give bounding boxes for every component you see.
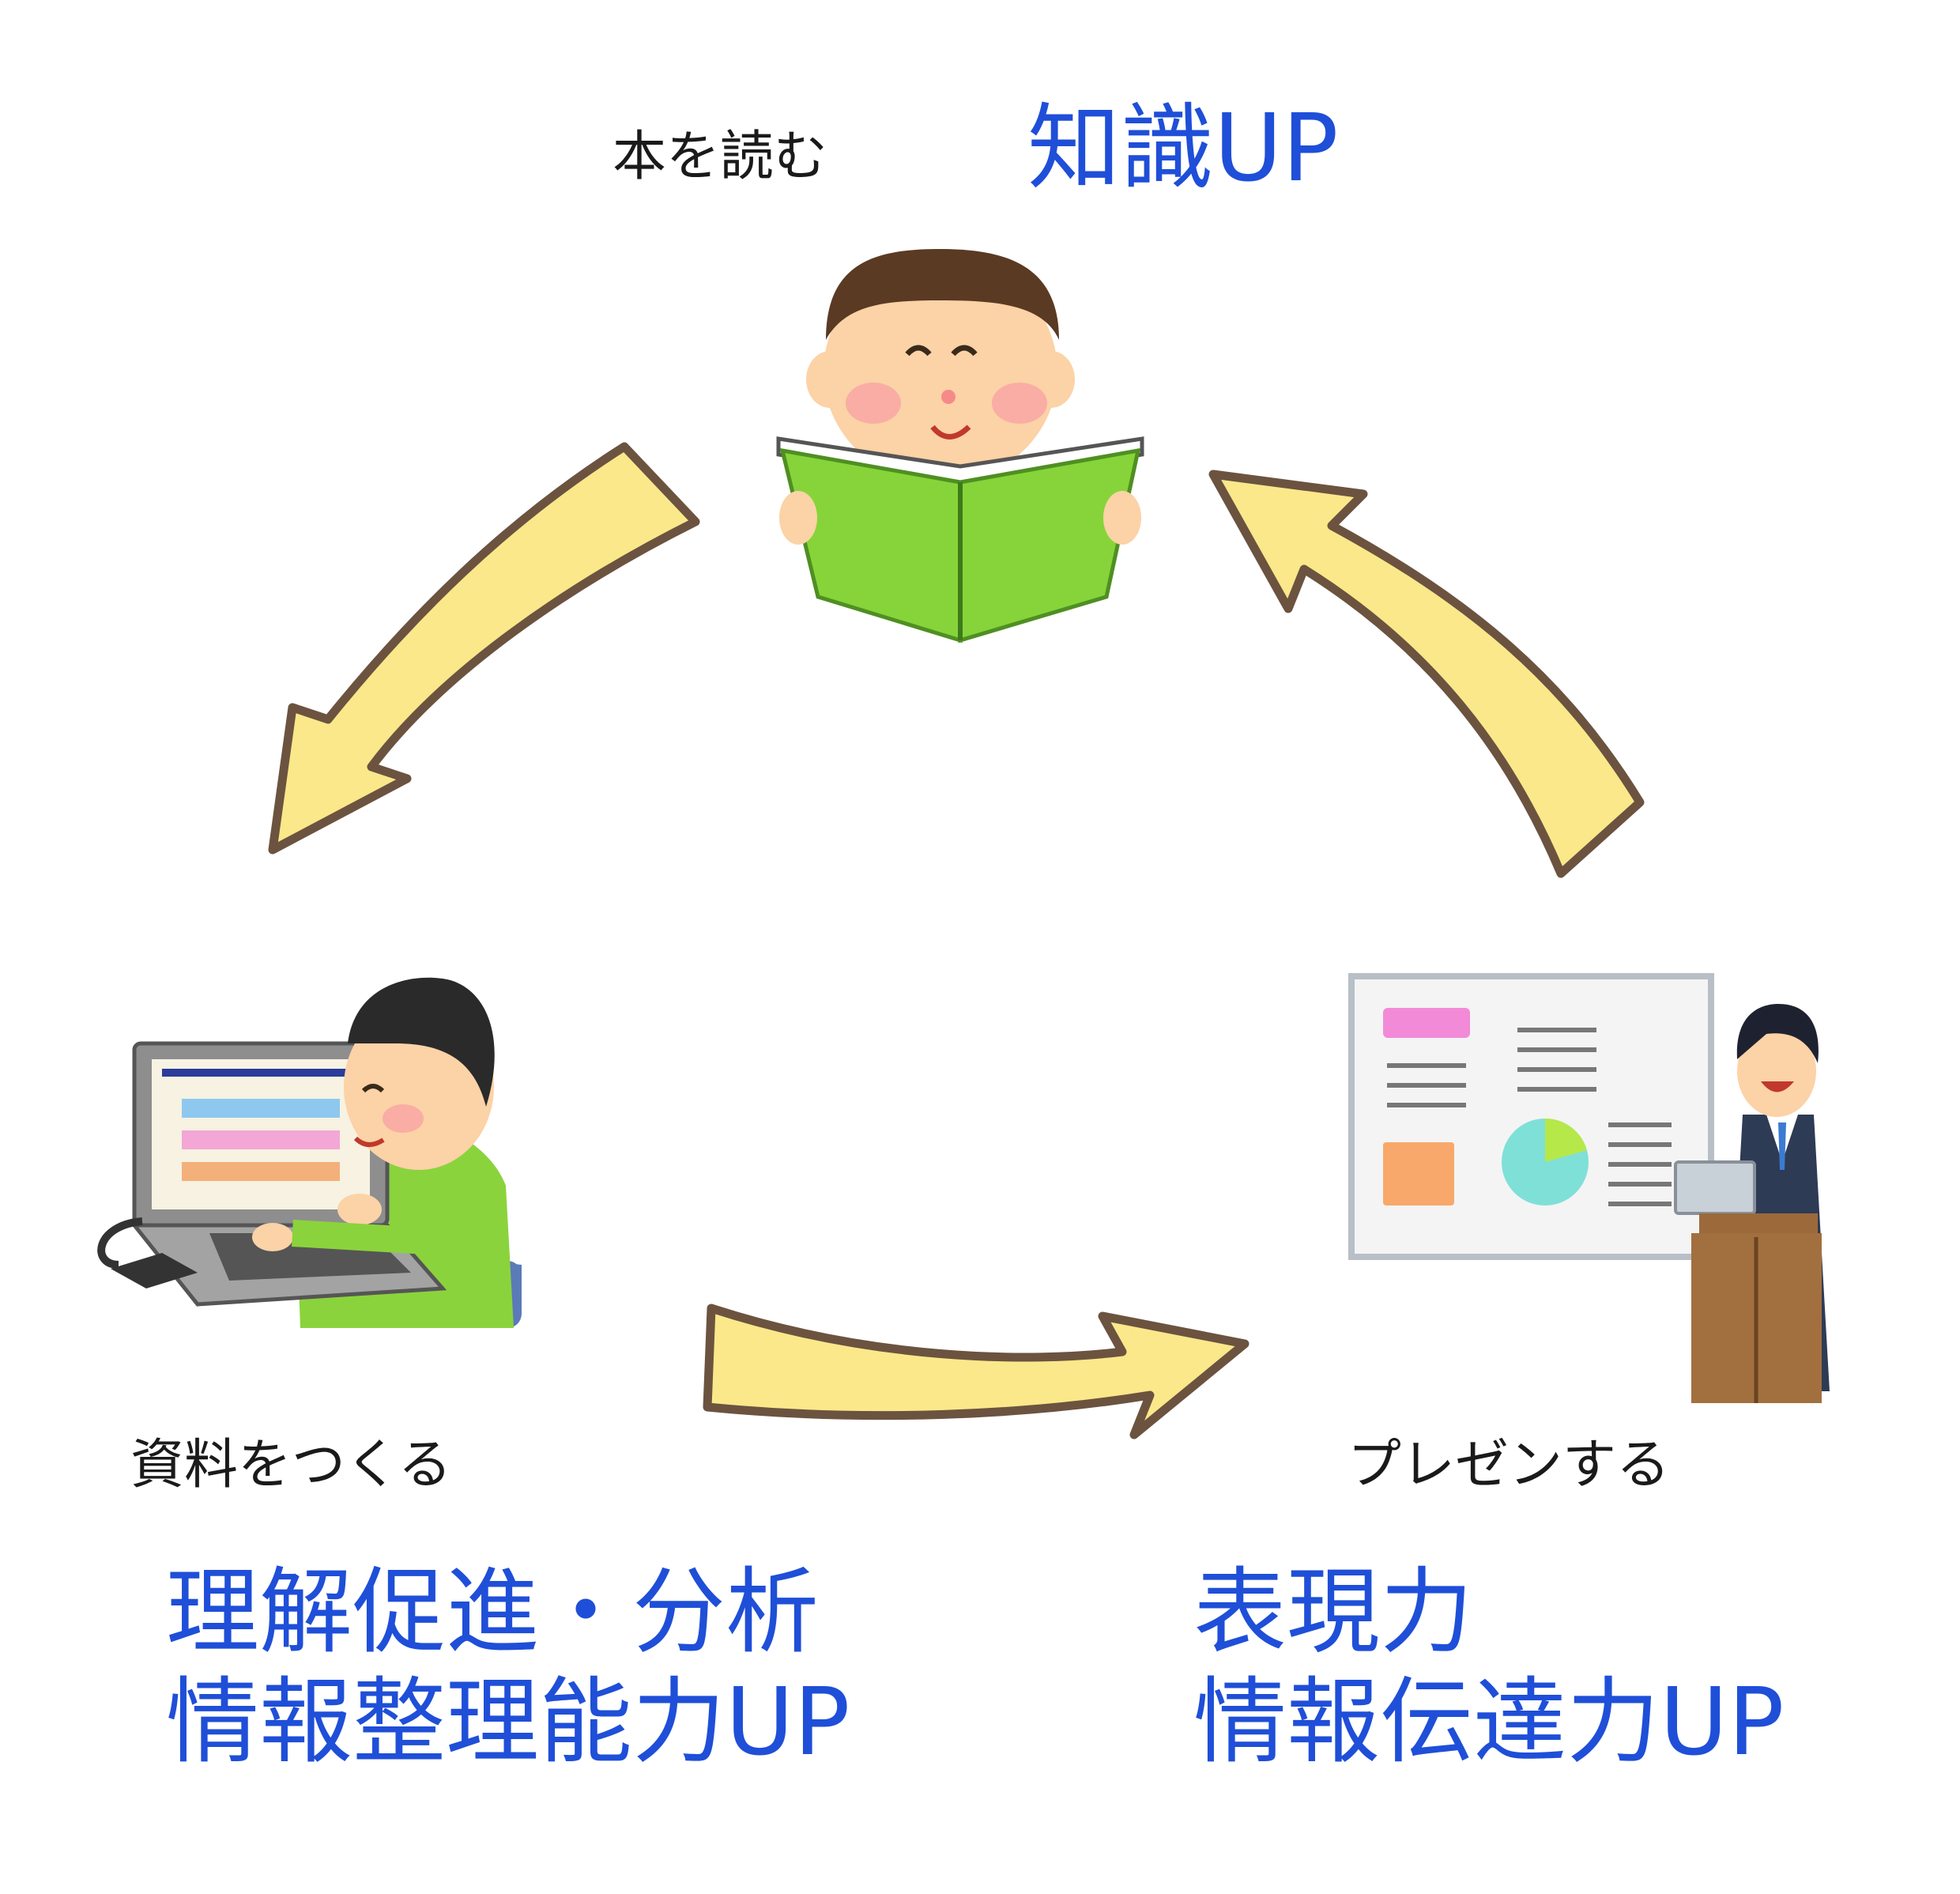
benefit-analysis: 理解促進・分析 情報整理能力UP — [166, 1557, 850, 1777]
benefit-analysis-line1: 理解促進・分析 — [166, 1557, 820, 1666]
presenter-at-podium-icon — [1348, 973, 1830, 1403]
cycle-arrow-icon — [268, 442, 700, 855]
cycle-arrow-icon — [703, 1304, 1250, 1439]
person-at-laptop-icon — [97, 977, 522, 1328]
cycle-arrow-icon — [1208, 470, 1645, 878]
boy-reading-book-icon — [776, 249, 1144, 643]
step-label-present: プレゼンする — [1348, 1434, 1671, 1496]
benefit-expression-line1: 表現力 — [1193, 1557, 1474, 1666]
benefit-expression: 表現力 情報伝達力UP — [1193, 1557, 1785, 1777]
step-label-read: 本を読む — [612, 126, 828, 188]
benefit-knowledge: 知識UP — [1027, 93, 1339, 202]
benefit-expression-line2: 情報伝達力UP — [1193, 1667, 1785, 1777]
step-label-make: 資料をつくる — [130, 1434, 452, 1496]
benefit-analysis-line2: 情報整理能力UP — [166, 1667, 850, 1777]
